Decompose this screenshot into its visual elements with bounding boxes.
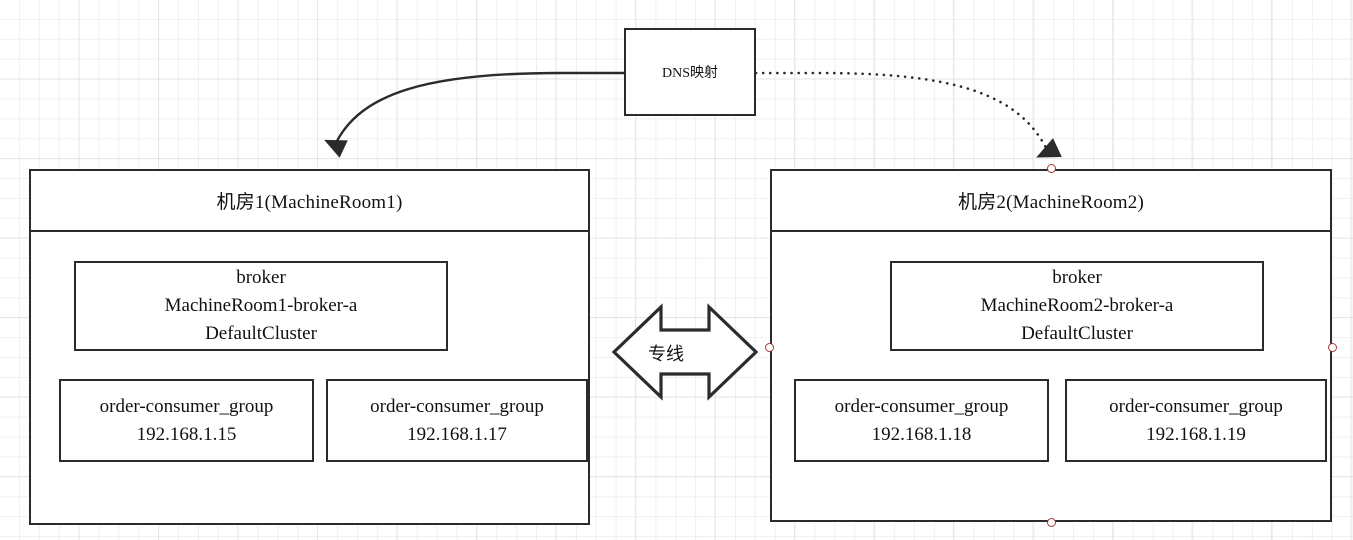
machine-room-1-consumer-1[interactable]: order-consumer_group 192.168.1.15 xyxy=(59,379,314,462)
machine-room-2-broker-box[interactable]: broker MachineRoom2-broker-a DefaultClus… xyxy=(890,261,1264,351)
consumer-ip: 192.168.1.15 xyxy=(136,423,237,445)
broker-line-2: MachineRoom1-broker-a xyxy=(164,295,358,316)
consumer-group-name: order-consumer_group xyxy=(834,395,1009,417)
connection-handle-bottom[interactable] xyxy=(1047,518,1056,527)
consumer-ip: 192.168.1.17 xyxy=(407,423,507,445)
connection-handle-left[interactable] xyxy=(765,343,774,352)
broker-line-1: broker xyxy=(236,267,286,288)
broker-line-3: DefaultCluster xyxy=(1021,323,1133,344)
machine-room-1-consumer-2[interactable]: order-consumer_group 192.168.1.17 xyxy=(326,379,588,462)
machine-room-2-title: 机房2(MachineRoom2) xyxy=(772,171,1330,232)
consumer-group-name: order-consumer_group xyxy=(1109,395,1283,417)
machine-room-1-container[interactable]: 机房1(MachineRoom1) broker MachineRoom1-br… xyxy=(29,169,590,525)
broker-line-2: MachineRoom2-broker-a xyxy=(980,295,1174,316)
dns-mapping-label: DNS映射 xyxy=(661,66,718,81)
dedicated-line-label: 专线 xyxy=(648,344,684,364)
broker-line-1: broker xyxy=(1052,267,1102,288)
connection-handle-top[interactable] xyxy=(1047,164,1056,173)
broker-line-3: DefaultCluster xyxy=(205,323,317,344)
machine-room-1-title: 机房1(MachineRoom1) xyxy=(31,171,588,232)
consumer-ip: 192.168.1.19 xyxy=(1146,423,1246,445)
dns-mapping-box[interactable]: DNS映射 xyxy=(624,28,756,116)
machine-room-2-container[interactable]: 机房2(MachineRoom2) broker MachineRoom2-br… xyxy=(770,169,1332,522)
connection-handle-right[interactable] xyxy=(1328,343,1337,352)
consumer-ip: 192.168.1.18 xyxy=(871,423,972,445)
machine-room-2-consumer-1[interactable]: order-consumer_group 192.168.1.18 xyxy=(794,379,1049,462)
machine-room-1-broker-box[interactable]: broker MachineRoom1-broker-a DefaultClus… xyxy=(74,261,448,351)
consumer-group-name: order-consumer_group xyxy=(370,395,544,417)
machine-room-2-consumer-2[interactable]: order-consumer_group 192.168.1.19 xyxy=(1065,379,1327,462)
consumer-group-name: order-consumer_group xyxy=(99,395,274,417)
